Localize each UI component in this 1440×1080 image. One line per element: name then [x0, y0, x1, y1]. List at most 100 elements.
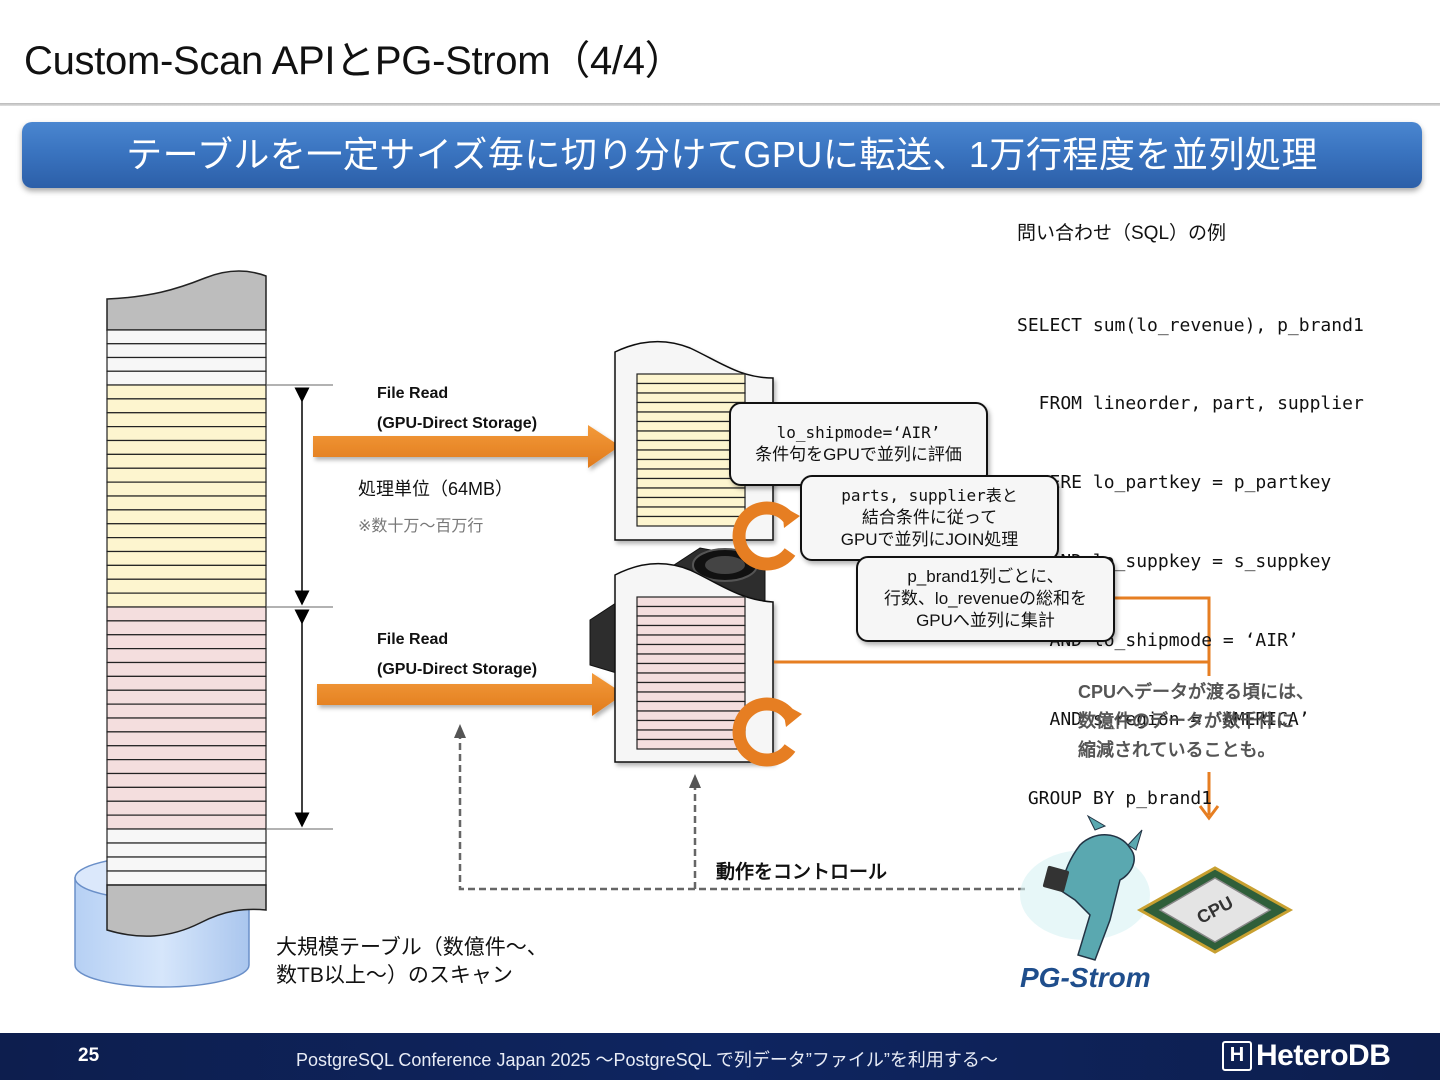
table-row-chunk-2 — [106, 661, 267, 677]
callout-line: parts, supplier表と — [841, 486, 1018, 505]
gpu-page-row — [636, 496, 746, 508]
result-flow-line — [774, 596, 1220, 821]
table-row-chunk-1 — [106, 384, 267, 400]
callout-line: 行数、lo_revenueの総和を — [883, 589, 1088, 608]
control-arrow-head-left — [454, 724, 466, 738]
control-flow-lines — [458, 733, 1025, 891]
page-number: 25 — [78, 1045, 100, 1066]
conference-title: PostgreSQL Conference Japan 2025 〜Postgr… — [296, 1050, 998, 1070]
file-read-subtitle: (GPU-Direct Storage) — [377, 661, 538, 678]
table-row-chunk-1 — [106, 439, 267, 455]
note-line: 縮減されていることも。 — [1078, 740, 1276, 760]
gpu-page-row — [636, 596, 746, 608]
table-row-unprocessed — [106, 856, 267, 872]
gpu-page-row — [636, 643, 746, 655]
table-row-chunk-2 — [106, 731, 267, 747]
table-row-chunk-1 — [106, 592, 267, 608]
processing-unit-label: 処理単位（64MB） — [358, 479, 514, 499]
table-row-unprocessed — [106, 329, 267, 345]
file-read-label-lower: File Read (GPU-Direct Storage) — [377, 625, 537, 685]
table-row-chunk-2 — [106, 675, 267, 691]
sql-line: AND lo_shipmode = ‘AIR’ — [1017, 630, 1299, 652]
diagram-canvas: CPU — [74, 270, 1294, 988]
callout-aggregate: p_brand1列ごとに、 行数、lo_revenueの総和を GPUへ並列に集… — [856, 556, 1115, 642]
table-row-chunk-2 — [106, 620, 267, 636]
sql-line: GROUP BY p_brand1 — [1017, 787, 1213, 809]
pgstrom-label: PG-Strom — [1020, 962, 1151, 993]
gpu-page-row — [636, 710, 746, 722]
gpu-page-row — [636, 653, 746, 665]
table-row-chunk-2 — [106, 703, 267, 719]
big-table-strip — [106, 270, 267, 937]
title-divider — [0, 103, 1440, 106]
table-row-chunk-2 — [106, 606, 267, 622]
gpu-page-row — [636, 700, 746, 712]
table-row-chunk-1 — [106, 537, 267, 553]
big-table-scan-label: 大規模テーブル（数億件〜、 数TB以上〜）のスキャン — [276, 934, 548, 990]
table-row-chunk-1 — [106, 467, 267, 483]
parallel-processing-cycle-icon-upper — [732, 501, 800, 571]
gpu-page-row — [636, 672, 746, 684]
table-row-chunk-1 — [106, 426, 267, 442]
gpu-page-row — [636, 691, 746, 703]
headline-banner: テーブルを一定サイズ毎に切り分けてGPUに転送、1万行程度を並列処理 — [22, 122, 1422, 188]
gpu-page-row — [636, 615, 746, 627]
callout-line: GPUで並列にJOIN処理 — [840, 530, 1019, 549]
control-label: 動作をコントロール — [716, 862, 888, 883]
gpu-chunk-page-lower — [614, 562, 774, 763]
table-row-chunk-2 — [106, 772, 267, 788]
gpu-page-row — [636, 729, 746, 741]
table-row-chunk-2 — [106, 759, 267, 775]
gpu-page-row — [636, 373, 746, 385]
gpu-page-row — [636, 487, 746, 499]
gpu-page-row — [636, 681, 746, 693]
file-read-subtitle: (GPU-Direct Storage) — [377, 415, 538, 432]
gpu-page-row — [636, 662, 746, 674]
table-row-chunk-1 — [106, 481, 267, 497]
table-row-unprocessed — [106, 842, 267, 858]
sql-line: WHERE lo_partkey = p_partkey — [1017, 472, 1332, 494]
table-row-unprocessed — [106, 370, 267, 386]
cpu-chip-icon: CPU — [1136, 866, 1294, 954]
gpu-chunk-page-upper — [614, 340, 774, 541]
processing-unit-note: ※数十万〜百万行 — [358, 518, 484, 535]
table-row-unprocessed — [106, 343, 267, 359]
gpu-page-row — [636, 605, 746, 617]
table-row-chunk-2 — [106, 814, 267, 830]
table-row-unprocessed — [106, 870, 267, 886]
table-row-chunk-1 — [106, 564, 267, 580]
note-line: 数億件のデータが数千件に — [1078, 711, 1294, 731]
file-read-label-upper: File Read (GPU-Direct Storage) — [377, 379, 537, 439]
callout-join: parts, supplier表と 結合条件に従って GPUで並列にJOIN処理 — [800, 475, 1059, 561]
callout-line: lo_shipmode=‘AIR’ — [776, 423, 941, 442]
heterodb-logo: H HeteroDB — [1222, 1039, 1391, 1073]
gpu-page-row — [636, 477, 746, 489]
table-row-chunk-1 — [106, 398, 267, 414]
sql-line: SELECT sum(lo_revenue), p_brand1 — [1017, 314, 1364, 336]
callout-line: 結合条件に従って — [861, 508, 998, 527]
parallel-processing-cycle-icon-lower — [732, 697, 802, 767]
table-row-chunk-1 — [106, 412, 267, 428]
table-row-chunk-2 — [106, 689, 267, 705]
chunk-range-markers — [266, 384, 333, 830]
gpu-page-row — [636, 738, 746, 750]
gpu-page-row — [636, 624, 746, 636]
label-line: 数TB以上〜）のスキャン — [276, 964, 513, 987]
gpu-page-row — [636, 382, 746, 394]
footer-bar: 25 PostgreSQL Conference Japan 2025 〜Pos… — [0, 1033, 1440, 1080]
transfer-arrow-lower — [317, 673, 624, 716]
file-read-title: File Read — [377, 631, 449, 648]
table-row-chunk-1 — [106, 495, 267, 511]
callout-line: p_brand1列ごとに、 — [907, 567, 1064, 586]
slide-title: Custom-Scan APIとPG-Strom（4/4） — [24, 39, 685, 83]
table-row-chunk-2 — [106, 634, 267, 650]
gpu-page-row — [636, 719, 746, 731]
sql-line: AND s_region = 'AMERICA’ — [1017, 709, 1310, 731]
heterodb-logo-icon: H — [1222, 1041, 1252, 1071]
table-row-unprocessed — [106, 356, 267, 372]
table-row-chunk-1 — [106, 509, 267, 525]
heterodb-logo-text: HeteroDB — [1256, 1039, 1391, 1072]
callout-line: GPUへ並列に集計 — [916, 611, 1055, 630]
control-arrow-head-center — [689, 774, 701, 788]
table-row-chunk-1 — [106, 523, 267, 539]
